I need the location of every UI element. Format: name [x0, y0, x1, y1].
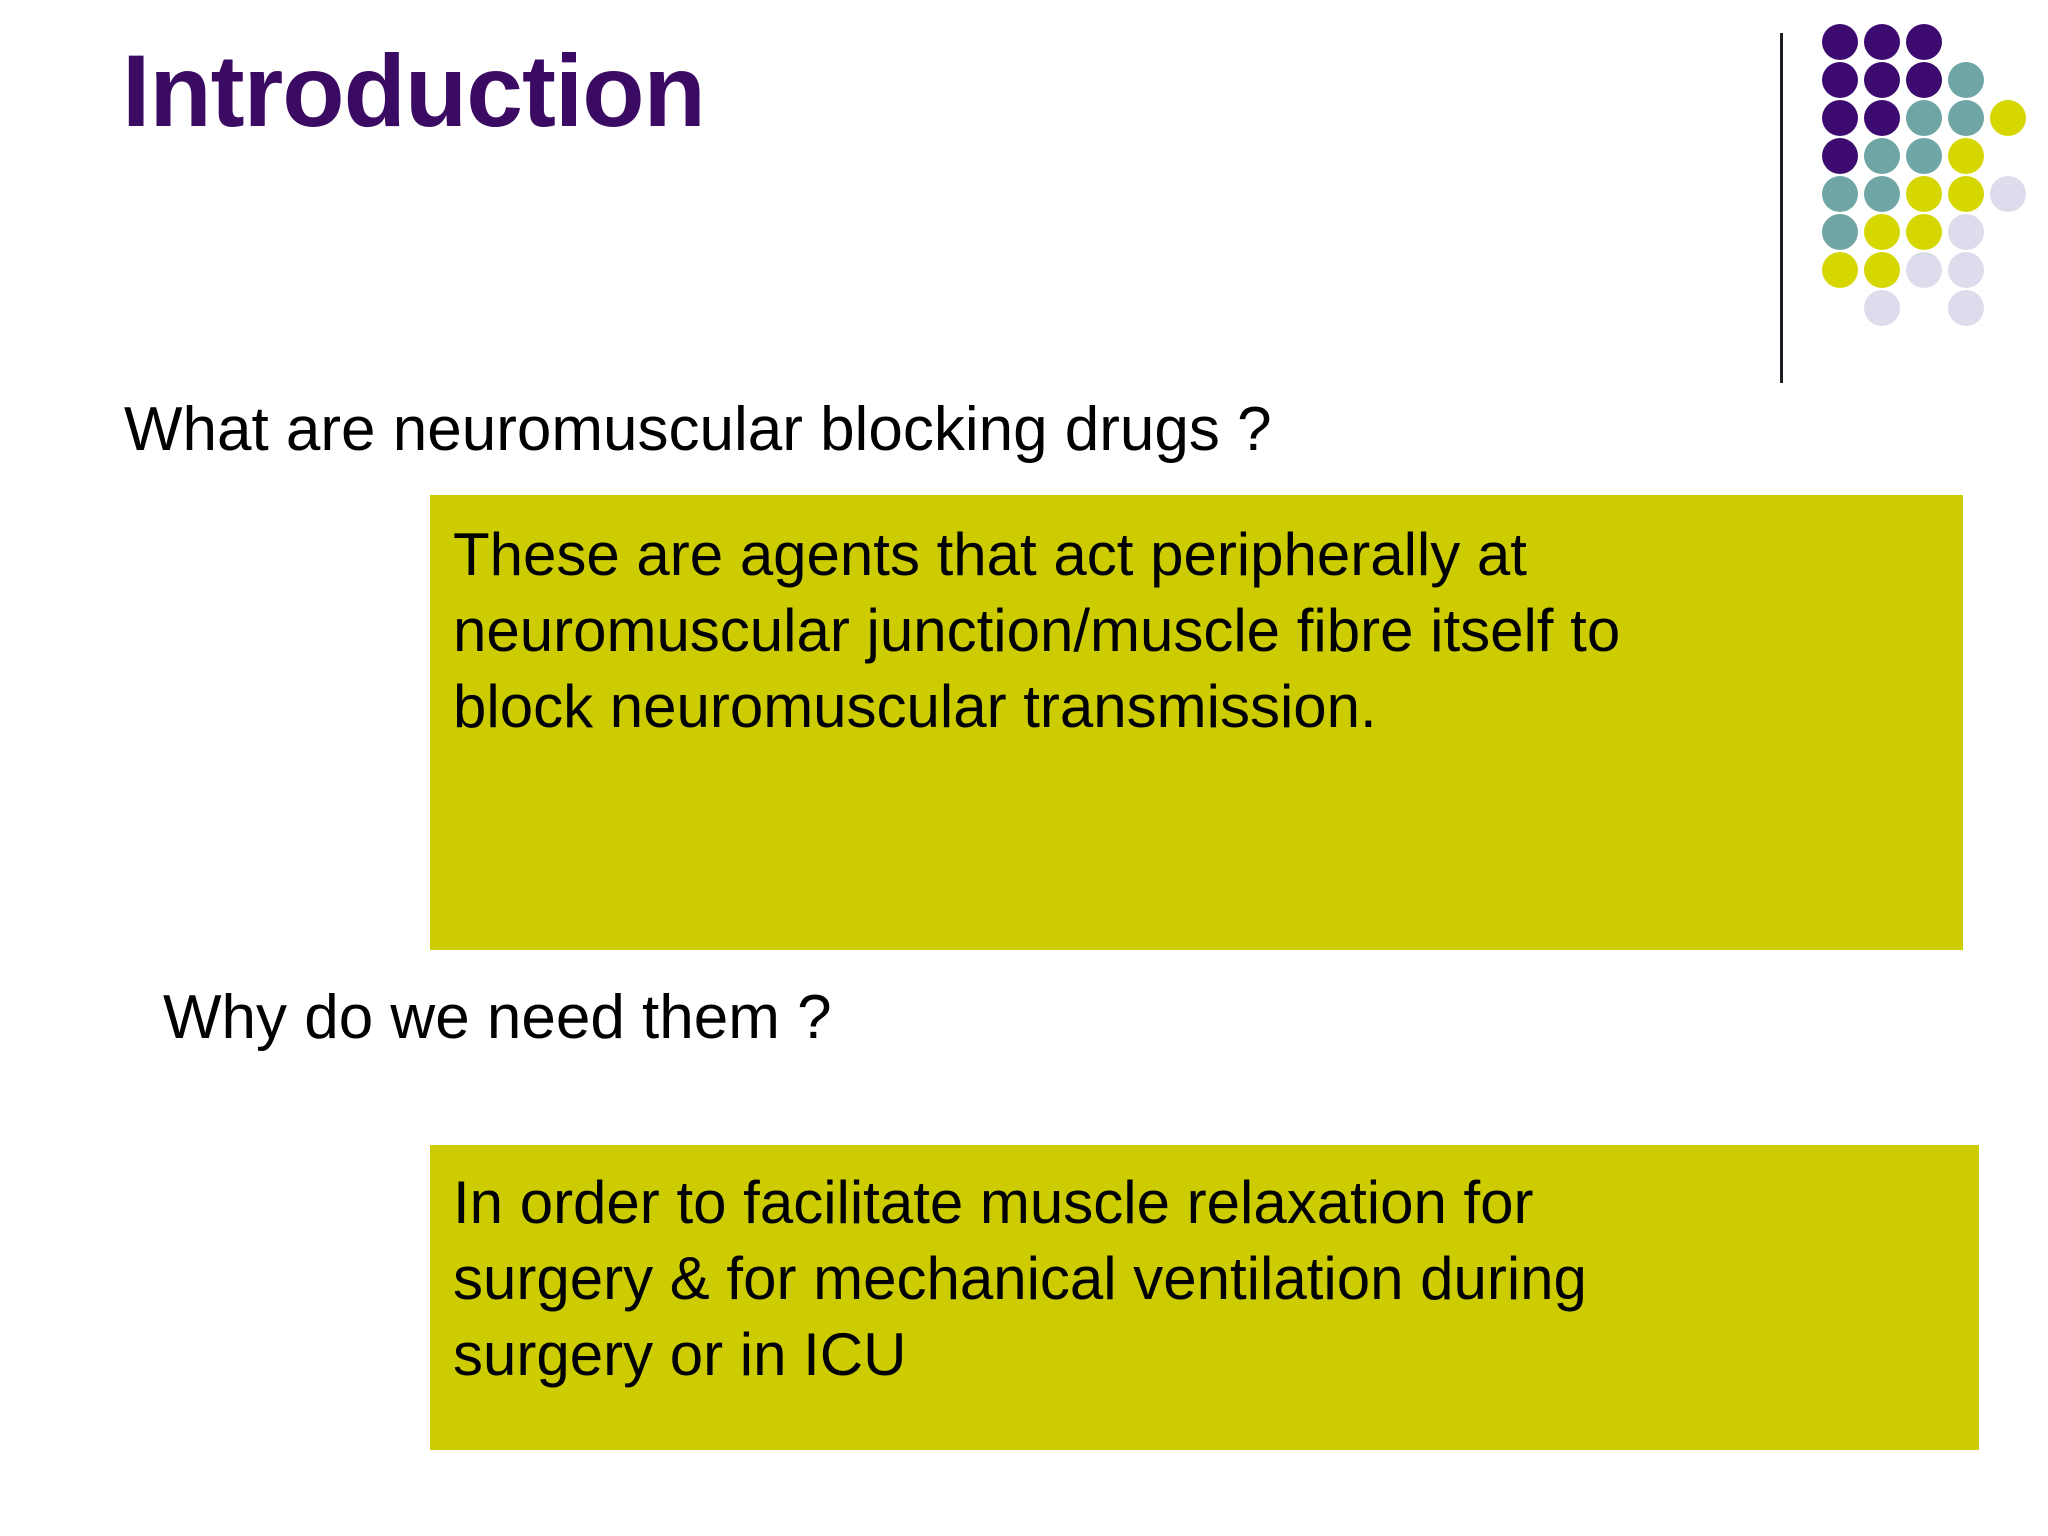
logo-dot-lavender — [1864, 290, 1900, 326]
page-title: Introduction — [122, 34, 706, 148]
logo-dot-teal — [1822, 214, 1858, 250]
logo-dot-lavender — [1948, 214, 1984, 250]
logo-dot-teal — [1864, 138, 1900, 174]
answer-2-line-3: surgery or in ICU — [453, 1321, 907, 1389]
logo-dot-yellow — [1990, 100, 2026, 136]
answer-1-line-1: These are agents that act peripherally a… — [453, 521, 1527, 588]
logo-dot-yellow — [1906, 176, 1942, 212]
logo-dot-row — [1822, 252, 2032, 288]
logo-dot-row — [1822, 214, 2032, 250]
header-divider — [1780, 33, 1783, 383]
logo-dot-purple — [1822, 138, 1858, 174]
logo-dot-yellow — [1948, 176, 1984, 212]
logo-dot-purple — [1822, 100, 1858, 136]
logo-dot-yellow — [1822, 252, 1858, 288]
logo-dot-row — [1822, 290, 2032, 326]
logo-dot-yellow — [1864, 214, 1900, 250]
answer-2-line-1: In order to facilitate muscle relaxation… — [453, 1169, 1534, 1236]
logo-dot-lavender — [1990, 176, 2026, 212]
logo-dot-teal — [1948, 62, 1984, 98]
answer-callout-2: In order to facilitate muscle relaxation… — [430, 1145, 1979, 1450]
logo-dot-teal — [1864, 176, 1900, 212]
logo-dot-purple — [1864, 62, 1900, 98]
logo-dot-teal — [1906, 100, 1942, 136]
logo-dot-row — [1822, 24, 2032, 60]
logo-dot-teal — [1906, 138, 1942, 174]
logo-dot-purple — [1864, 100, 1900, 136]
answer-1-line-3: block neuromuscular transmission. — [453, 673, 1377, 741]
logo-dot-purple — [1822, 62, 1858, 98]
logo-dot-lavender — [1906, 252, 1942, 288]
logo-dot-yellow — [1906, 214, 1942, 250]
logo-dot-purple — [1864, 24, 1900, 60]
answer-callout-1: These are agents that act peripherally a… — [430, 495, 1963, 950]
logo-dot-row — [1822, 138, 2032, 174]
logo-dot-lavender — [1948, 252, 1984, 288]
logo-dot-lavender — [1948, 290, 1984, 326]
logo-dot-yellow — [1948, 138, 1984, 174]
logo-dot-row — [1822, 176, 2032, 212]
logo-dot-purple — [1822, 24, 1858, 60]
logo-dot-purple — [1906, 62, 1942, 98]
logo-dot-row — [1822, 100, 2032, 136]
logo-dot-teal — [1822, 176, 1858, 212]
logo-dot-yellow — [1864, 252, 1900, 288]
logo-dot-purple — [1906, 24, 1942, 60]
dot-grid-logo — [1822, 24, 2032, 326]
question-heading-2: Why do we need them ? — [163, 983, 832, 1052]
logo-dot-row — [1822, 62, 2032, 98]
logo-dot-teal — [1948, 100, 1984, 136]
answer-1-line-2: neuromuscular junction/muscle fibre itse… — [453, 597, 1621, 665]
question-heading-1: What are neuromuscular blocking drugs ? — [124, 395, 1272, 464]
answer-2-line-2: surgery & for mechanical ventilation dur… — [453, 1245, 1587, 1313]
